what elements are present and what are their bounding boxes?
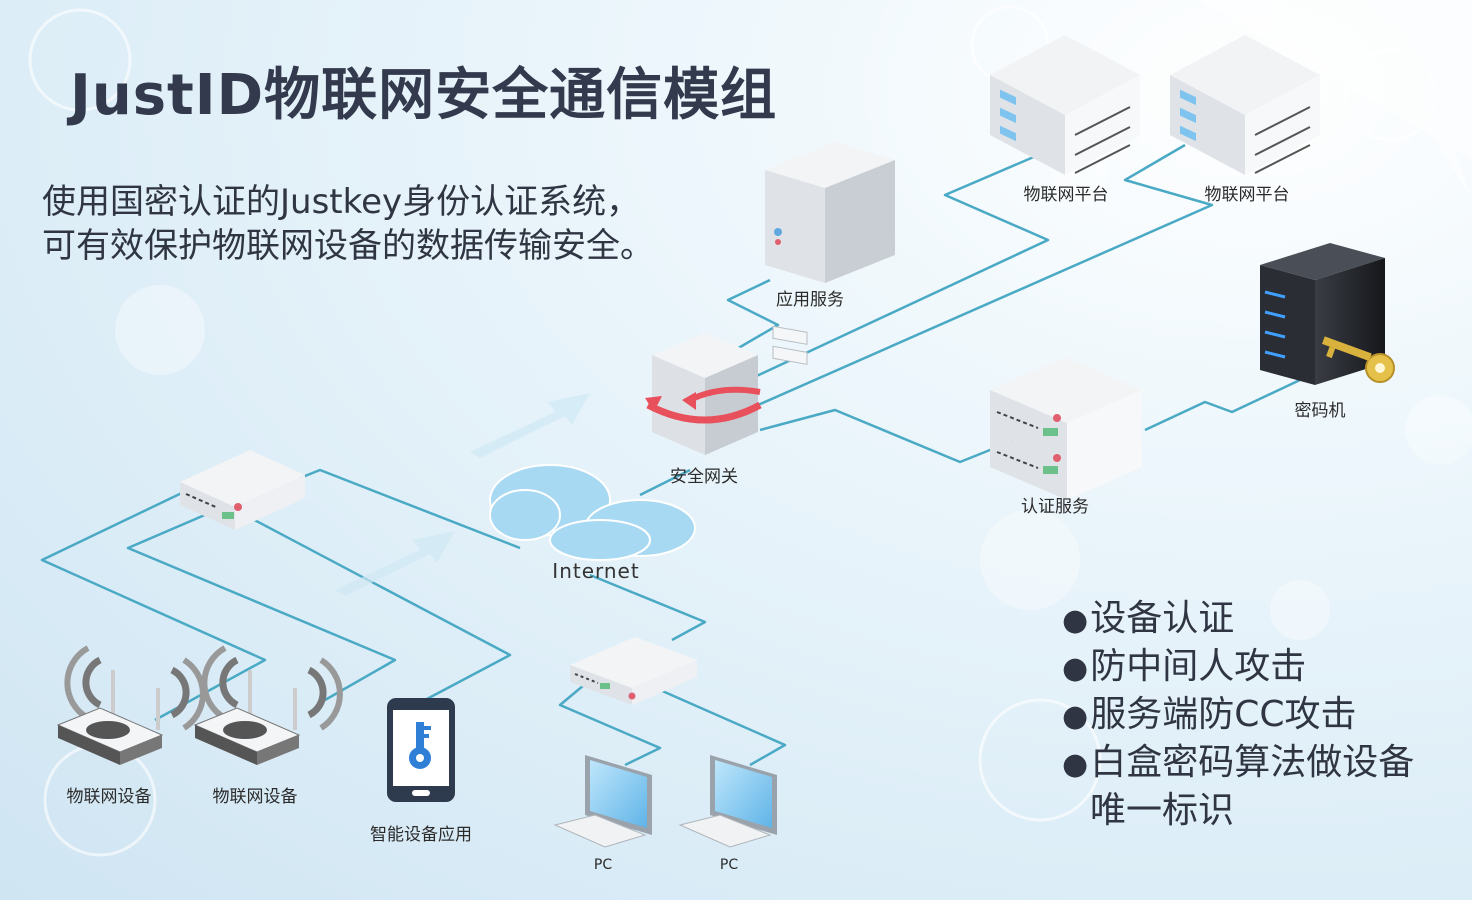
- router-icon: [180, 450, 305, 530]
- link-internet-router2: [589, 573, 707, 642]
- label-iot-device-1: 物联网设备: [66, 787, 152, 807]
- feature-item-continuation: 唯一标识: [1090, 790, 1235, 831]
- link-auth-crypto: [1144, 378, 1301, 432]
- label-security-gateway: 安全网关: [670, 467, 738, 487]
- subtitle: 使用国密认证的Justkey身份认证系统， 可有效保护物联网设备的数据传输安全。: [42, 180, 654, 268]
- link-gateway-auth: [759, 408, 1016, 464]
- link-gateway-platform1: [747, 148, 1051, 382]
- platform-server-2-icon: [1170, 35, 1320, 175]
- feature-item: ●白盒密码算法做设备: [1062, 742, 1415, 783]
- bullet-icon: ●: [1062, 603, 1089, 638]
- link-router-iot2: [126, 503, 397, 702]
- flow-arrow-icon: [335, 393, 590, 596]
- label-iot-platform-2: 物联网平台: [1204, 185, 1290, 205]
- label-pc-2: PC: [719, 857, 739, 873]
- label-crypto-machine: 密码机: [1294, 401, 1346, 421]
- link-router-app: [244, 513, 512, 702]
- iot-device-2-icon: [193, 645, 343, 765]
- link-gateway-platform2: [757, 143, 1214, 407]
- page-title: JustID物联网安全通信模组: [70, 63, 778, 128]
- pc-2-icon: [678, 755, 777, 848]
- label-app-service: 应用服务: [776, 290, 844, 310]
- pc-1-icon: [553, 755, 652, 848]
- link-router2-pc1: [558, 679, 662, 767]
- iot-device-1-icon: [56, 645, 206, 765]
- link-gateway-app: [726, 278, 780, 352]
- auth-server-icon: [990, 357, 1142, 500]
- subtitle-line-2: 可有效保护物联网设备的数据传输安全。: [42, 226, 654, 266]
- link-router-iot1: [40, 488, 267, 722]
- smartphone-icon: [387, 698, 455, 802]
- app-server-icon: [765, 142, 895, 365]
- bullet-icon: ●: [1062, 651, 1089, 686]
- label-iot-platform-1: 物联网平台: [1023, 185, 1109, 205]
- feature-item: ●防中间人攻击: [1062, 646, 1307, 687]
- bullet-icon: ●: [1062, 747, 1089, 782]
- label-iot-device-2: 物联网设备: [212, 787, 298, 807]
- bullet-icon: ●: [1062, 699, 1089, 734]
- platform-server-1-icon: [990, 35, 1140, 175]
- label-internet: Internet: [552, 559, 640, 583]
- security-gateway-icon: [645, 333, 762, 455]
- subtitle-line-1: 使用国密认证的Justkey身份认证系统，: [42, 182, 641, 222]
- link-router-internet: [299, 468, 521, 550]
- feature-list: ●设备认证 ●防中间人攻击 ●服务端防CC攻击 ●白盒密码算法做设备 唯一标识: [1062, 596, 1414, 834]
- feature-item: ●设备认证: [1062, 598, 1235, 639]
- link-router2-pc2: [659, 688, 787, 767]
- link-internet-gateway: [639, 468, 691, 497]
- label-auth-service: 认证服务: [1021, 497, 1089, 517]
- label-smart-app: 智能设备应用: [370, 825, 472, 845]
- cloud-icon: [489, 464, 696, 561]
- crypto-machine-icon: [1260, 243, 1395, 385]
- label-pc-1: PC: [593, 857, 613, 873]
- switch-icon: [570, 637, 697, 705]
- feature-item: ●服务端防CC攻击: [1062, 694, 1357, 735]
